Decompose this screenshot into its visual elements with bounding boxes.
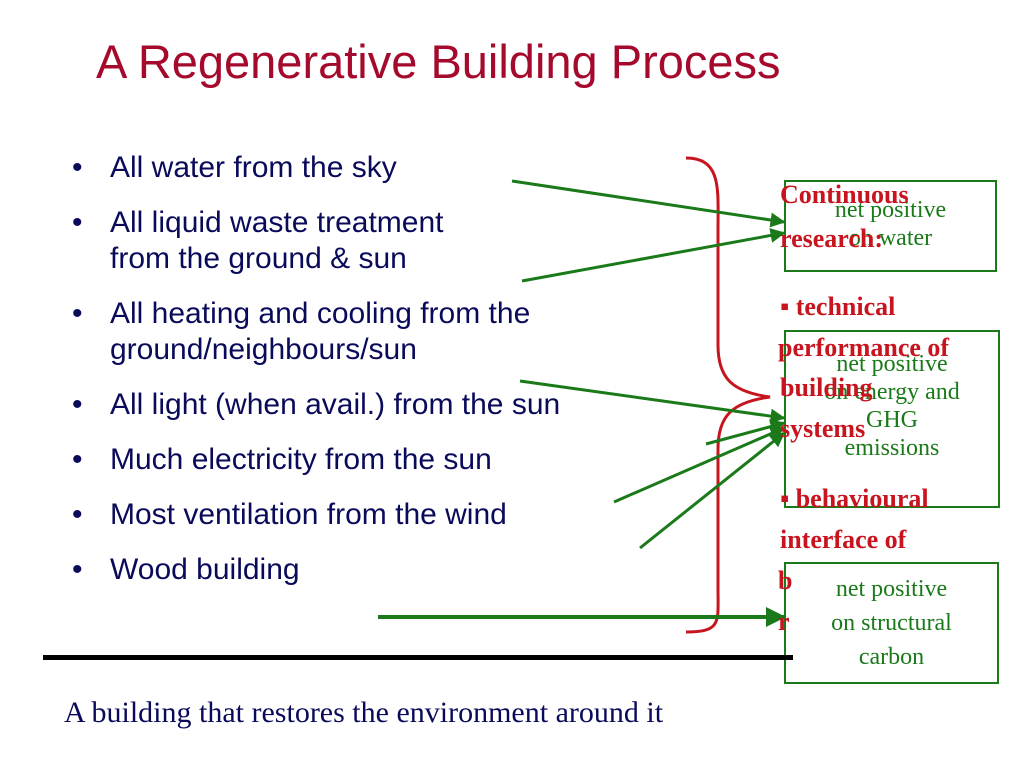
- box-line: on structural: [831, 610, 952, 636]
- bullet-text-continued: from the ground & sun: [110, 242, 407, 275]
- bullet-item: • All water from the sky: [72, 150, 560, 186]
- footer-caption: A building that restores the environment…: [64, 696, 664, 729]
- slide-title: A Regenerative Building Process: [96, 35, 781, 88]
- box-line: on energy and: [824, 379, 960, 405]
- bullet-text: All light (when avail.) from the sun: [110, 388, 561, 421]
- overlay-interface-of: interface of: [780, 525, 907, 554]
- box-line: net positive: [835, 576, 948, 602]
- overlay-continuous: Continuous: [780, 180, 909, 209]
- bullet-marker: •: [72, 443, 83, 476]
- bullet-text: Wood building: [110, 553, 300, 586]
- box-line: net positive: [836, 351, 948, 377]
- arrow-ventilation: [639, 431, 786, 550]
- divider-rule: [43, 655, 793, 660]
- bullet-item: • All light (when avail.) from the sun: [72, 387, 560, 423]
- overlay-building: building: [780, 373, 873, 402]
- overlay-research: research:: [780, 224, 883, 253]
- bullet-text: All water from the sky: [110, 151, 397, 184]
- bullet-text: All liquid waste treatment: [110, 206, 444, 239]
- box-net-positive-energy: net positive on energy and GHG emissions: [784, 330, 1000, 508]
- bullet-marker: •: [72, 388, 83, 421]
- arrow-light: [705, 419, 786, 446]
- overlay-performance-of: performance of: [778, 333, 950, 362]
- bullet-marker: •: [72, 206, 83, 239]
- bullet-list: • All water from the sky • All liquid wast…: [72, 150, 560, 607]
- bullet-text: All heating and cooling from the: [110, 297, 531, 330]
- box-line: emissions: [844, 435, 940, 461]
- bullet-text-continued: ground/neighbours/sun: [110, 333, 417, 366]
- bullet-marker: •: [72, 297, 83, 330]
- arrow-water-sky: [511, 179, 786, 228]
- bullet-text: Most ventilation from the wind: [110, 498, 507, 531]
- bullet-item: • Much electricity from the sun: [72, 442, 560, 478]
- overlay-technical: ▪ technical: [780, 292, 896, 321]
- bullet-item: • Wood building: [72, 552, 560, 588]
- overlay-fragment-r: r: [778, 607, 790, 636]
- bullet-text: Much electricity from the sun: [110, 443, 492, 476]
- red-brace: [685, 156, 771, 634]
- arrow-electricity: [613, 426, 786, 504]
- box-net-positive-carbon: net positive on structural carbon: [784, 562, 999, 684]
- box-line: net positive: [834, 197, 947, 223]
- bullet-marker: •: [72, 498, 83, 531]
- box-line: GHG: [866, 407, 918, 433]
- bullet-item: • Most ventilation from the wind: [72, 497, 560, 533]
- arrow-heating-cooling: [519, 379, 786, 424]
- bullet-marker: •: [72, 553, 83, 586]
- arrow-liquid-waste: [521, 228, 786, 283]
- bullet-marker: •: [72, 151, 83, 184]
- overlay-behavioural: ▪ behavioural: [780, 484, 929, 513]
- box-net-positive-water: net positive on water: [784, 180, 997, 272]
- overlay-fragment-b: b: [778, 566, 793, 595]
- box-line: carbon: [858, 644, 925, 670]
- overlay-systems: systems: [780, 414, 866, 443]
- box-line: on water: [848, 225, 933, 251]
